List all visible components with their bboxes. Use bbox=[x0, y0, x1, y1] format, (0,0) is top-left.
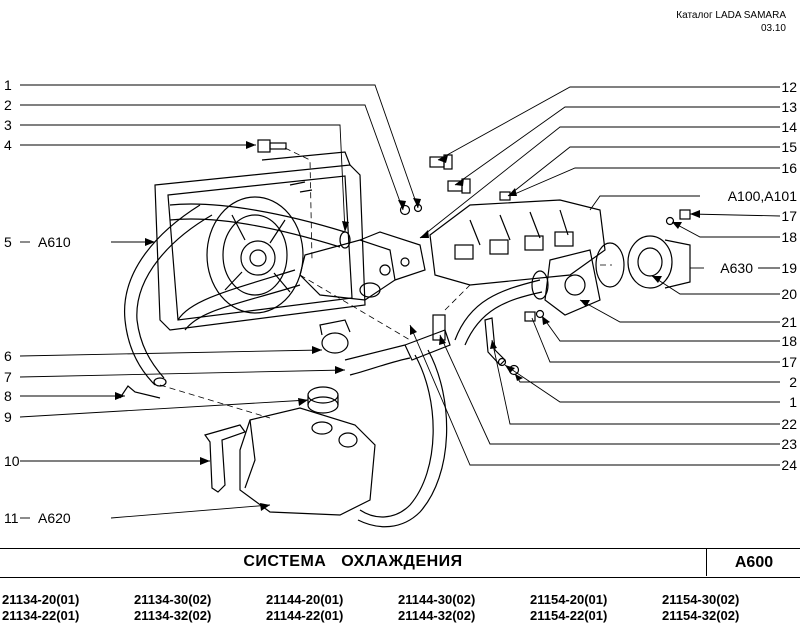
title-block: СИСТЕМА ОХЛАЖДЕНИЯ A600 bbox=[0, 548, 800, 578]
expansion-tank bbox=[239, 407, 376, 516]
nut bbox=[399, 204, 411, 216]
callout-18: 18 bbox=[781, 229, 797, 245]
model-code: 21134-30(02) bbox=[134, 592, 212, 607]
callout-4: 4 bbox=[4, 137, 12, 153]
catalog-header: Каталог LADA SAMARA bbox=[676, 10, 786, 21]
section-code: A600 bbox=[706, 549, 800, 576]
callout-1-right: 1 bbox=[789, 394, 797, 410]
model-code: 21154-30(02) bbox=[662, 592, 740, 607]
washer bbox=[535, 309, 545, 319]
model-code: 21144-30(02) bbox=[398, 592, 476, 607]
callout-13: 13 bbox=[781, 99, 797, 115]
callout-14: 14 bbox=[781, 119, 797, 135]
callout-5: 5 bbox=[4, 234, 12, 250]
callout-6: 6 bbox=[4, 348, 12, 364]
left-callout-labels: 1 2 3 4 5 A610 6 7 8 9 10 11 A620 bbox=[4, 77, 71, 526]
model-code: 21144-32(02) bbox=[398, 608, 476, 623]
drain-plug bbox=[119, 385, 161, 399]
model-code: 21154-32(02) bbox=[662, 608, 740, 623]
callout-16: 16 bbox=[781, 160, 797, 176]
callout-9: 9 bbox=[4, 409, 12, 425]
callout-15: 15 bbox=[781, 139, 797, 155]
pump-housing bbox=[531, 249, 601, 316]
bolt bbox=[524, 311, 536, 322]
callout-18-lower: 18 bbox=[781, 333, 797, 349]
callout-24: 24 bbox=[781, 457, 797, 473]
callout-1: 1 bbox=[4, 77, 12, 93]
callout-2-right: 2 bbox=[789, 374, 797, 390]
callout-21: 21 bbox=[781, 314, 797, 330]
callout-8: 8 bbox=[4, 388, 12, 404]
callout-11: 11 bbox=[4, 510, 19, 526]
model-code: 21134-22(01) bbox=[2, 608, 80, 623]
model-code: 21144-22(01) bbox=[266, 608, 344, 623]
callout-22: 22 bbox=[781, 416, 797, 432]
thermostat-housing bbox=[299, 231, 426, 301]
model-code: 21134-20(01) bbox=[2, 592, 80, 607]
model-code: 21154-22(01) bbox=[530, 608, 608, 623]
callout-17-lower: 17 bbox=[781, 354, 797, 370]
callout-7: 7 bbox=[4, 369, 12, 385]
callout-a630: A630 bbox=[720, 260, 753, 276]
coolant-sensor bbox=[429, 154, 471, 194]
cooling-fan bbox=[206, 196, 304, 314]
callout-a100-a101: A100,A101 bbox=[728, 188, 797, 204]
cooling-system-diagram: 1 2 3 4 5 A610 6 7 8 9 10 11 A620 12 13 … bbox=[4, 77, 797, 528]
bypass-hose bbox=[344, 344, 411, 376]
callout-a620: A620 bbox=[38, 510, 71, 526]
callout-17: 17 bbox=[781, 208, 797, 224]
callout-23: 23 bbox=[781, 436, 797, 452]
radiator-outlet-hose bbox=[124, 204, 213, 387]
callout-3: 3 bbox=[4, 117, 12, 133]
bolt bbox=[679, 209, 691, 220]
cylinder-head bbox=[429, 199, 606, 286]
callout-10: 10 bbox=[4, 453, 20, 469]
water-pump bbox=[595, 235, 691, 289]
washer bbox=[665, 216, 675, 226]
radiator-lower-hose bbox=[177, 269, 301, 331]
right-callout-labels: 12 13 14 15 16 A100,A101 17 18 A630 19 2… bbox=[720, 79, 797, 473]
tank-cap bbox=[307, 386, 339, 414]
tank-strap bbox=[204, 424, 246, 493]
model-code: 21134-32(02) bbox=[134, 608, 212, 623]
coolant-pipe bbox=[454, 279, 543, 346]
callout-12: 12 bbox=[781, 79, 797, 95]
model-code: 21144-20(01) bbox=[266, 592, 344, 607]
expansion-tank-hose bbox=[357, 349, 448, 528]
tee-pipe bbox=[404, 314, 451, 361]
callout-2: 2 bbox=[4, 97, 12, 113]
diagram-title: СИСТЕМА ОХЛАЖДЕНИЯ bbox=[243, 553, 463, 570]
callout-20: 20 bbox=[781, 286, 797, 302]
temperature-sensor bbox=[257, 139, 287, 153]
catalog-date: 03.10 bbox=[760, 23, 786, 34]
callout-a610: A610 bbox=[38, 234, 71, 250]
model-code: 21154-20(01) bbox=[530, 592, 608, 607]
washer bbox=[497, 357, 507, 367]
hose-clamp bbox=[319, 319, 351, 354]
callout-19: 19 bbox=[781, 260, 797, 276]
